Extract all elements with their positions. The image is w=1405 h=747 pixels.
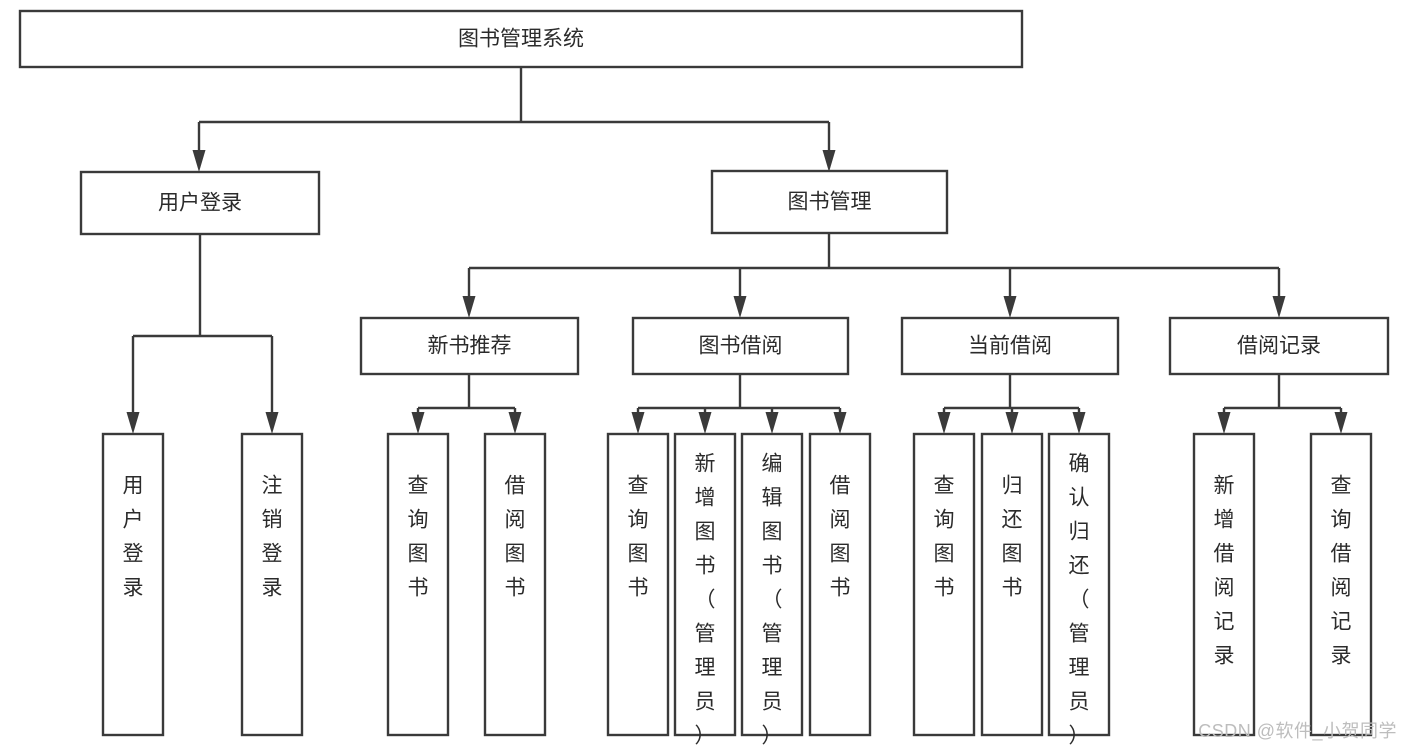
node-box-leaf-borrow-book-recommend[interactable] bbox=[483, 432, 547, 737]
node-box-user-login[interactable] bbox=[79, 170, 321, 236]
connector-group-borrow-record-to-leaves bbox=[1217, 374, 1348, 434]
node-label-leaf-logout: 注销登录 bbox=[262, 475, 283, 600]
node-user-login[interactable]: 用户登录 bbox=[79, 170, 321, 236]
node-current-borrow[interactable]: 当前借阅 bbox=[900, 316, 1120, 376]
connector-group-user-login-to-leaves bbox=[126, 234, 279, 434]
node-label-leaf-confirm-return: 确认归还（管理员） bbox=[1069, 453, 1090, 747]
node-box-leaf-query-borrow-record[interactable] bbox=[1309, 432, 1373, 737]
node-box-leaf-confirm-return[interactable] bbox=[1047, 432, 1111, 737]
node-leaf-add-borrow-record[interactable]: 新增借阅记录 bbox=[1192, 432, 1256, 737]
node-label-leaf-query-book-borrow: 查询图书 bbox=[628, 475, 649, 600]
node-label-leaf-borrow-book-recommend: 借阅图书 bbox=[505, 475, 526, 600]
node-leaf-borrow-book-recommend[interactable]: 借阅图书 bbox=[483, 432, 547, 737]
node-box-book-management[interactable] bbox=[710, 169, 949, 235]
node-label-book-management: 图书管理 bbox=[788, 191, 872, 214]
node-leaf-query-borrow-record[interactable]: 查询借阅记录 bbox=[1309, 432, 1373, 737]
node-label-leaf-borrow-book: 借阅图书 bbox=[830, 475, 851, 600]
node-box-leaf-edit-book[interactable] bbox=[740, 432, 804, 737]
node-borrow-record[interactable]: 借阅记录 bbox=[1168, 316, 1390, 376]
node-label-current-borrow: 当前借阅 bbox=[968, 335, 1052, 358]
connector-group-root-to-level1 bbox=[192, 67, 836, 172]
node-box-new-book-recommend[interactable] bbox=[359, 316, 580, 376]
node-box-leaf-query-book-borrow[interactable] bbox=[606, 432, 670, 737]
node-label-leaf-return-book: 归还图书 bbox=[1002, 475, 1023, 600]
node-leaf-return-book[interactable]: 归还图书 bbox=[980, 432, 1044, 737]
connector-group-book-management-to-level2 bbox=[462, 233, 1286, 318]
node-box-leaf-query-book-recommend[interactable] bbox=[386, 432, 450, 737]
node-leaf-query-book-current[interactable]: 查询图书 bbox=[912, 432, 976, 737]
node-label-book-borrow: 图书借阅 bbox=[699, 335, 783, 358]
node-leaf-query-book-recommend[interactable]: 查询图书 bbox=[386, 432, 450, 737]
node-leaf-add-book[interactable]: 新增图书（管理员） bbox=[673, 432, 737, 747]
node-box-leaf-return-book[interactable] bbox=[980, 432, 1044, 737]
node-leaf-edit-book[interactable]: 编辑图书（管理员） bbox=[740, 432, 804, 747]
node-root[interactable]: 图书管理系统 bbox=[18, 9, 1024, 69]
node-label-leaf-query-book-recommend: 查询图书 bbox=[408, 475, 429, 600]
node-book-borrow[interactable]: 图书借阅 bbox=[631, 316, 850, 376]
node-book-management[interactable]: 图书管理 bbox=[710, 169, 949, 235]
connector-group-current-borrow-to-leaves bbox=[937, 374, 1086, 434]
node-label-leaf-user-login: 用户登录 bbox=[123, 475, 144, 600]
node-label-leaf-add-book: 新增图书（管理员） bbox=[695, 453, 716, 747]
node-label-new-book-recommend: 新书推荐 bbox=[428, 335, 512, 358]
node-box-leaf-query-book-current[interactable] bbox=[912, 432, 976, 737]
node-box-root[interactable] bbox=[18, 9, 1024, 69]
node-box-current-borrow[interactable] bbox=[900, 316, 1120, 376]
node-box-leaf-user-login[interactable] bbox=[101, 432, 165, 737]
node-label-leaf-query-borrow-record: 查询借阅记录 bbox=[1331, 475, 1352, 668]
node-box-book-borrow[interactable] bbox=[631, 316, 850, 376]
node-leaf-query-book-borrow[interactable]: 查询图书 bbox=[606, 432, 670, 737]
node-box-leaf-add-borrow-record[interactable] bbox=[1192, 432, 1256, 737]
csdn-watermark: CSDN @软件_小贺同学 bbox=[1198, 721, 1397, 741]
connector-group-new-book-recommend-to-leaves bbox=[411, 374, 522, 434]
connector-group-book-borrow-to-leaves bbox=[631, 374, 847, 434]
node-leaf-confirm-return[interactable]: 确认归还（管理员） bbox=[1047, 432, 1111, 747]
node-label-leaf-add-borrow-record: 新增借阅记录 bbox=[1214, 475, 1235, 668]
node-box-leaf-logout[interactable] bbox=[240, 432, 304, 737]
node-label-leaf-edit-book: 编辑图书（管理员） bbox=[762, 453, 783, 747]
node-leaf-logout[interactable]: 注销登录 bbox=[240, 432, 304, 737]
node-label-leaf-query-book-current: 查询图书 bbox=[934, 475, 955, 600]
node-box-leaf-add-book[interactable] bbox=[673, 432, 737, 737]
node-label-root: 图书管理系统 bbox=[458, 28, 584, 51]
node-leaf-user-login[interactable]: 用户登录 bbox=[101, 432, 165, 737]
node-leaf-borrow-book[interactable]: 借阅图书 bbox=[808, 432, 872, 737]
node-label-user-login: 用户登录 bbox=[158, 192, 242, 215]
node-label-borrow-record: 借阅记录 bbox=[1237, 335, 1321, 358]
connector-layer bbox=[126, 67, 1348, 434]
node-box-leaf-borrow-book[interactable] bbox=[808, 432, 872, 737]
node-layer: 图书管理系统用户登录图书管理新书推荐图书借阅当前借阅借阅记录用户登录注销登录查询… bbox=[18, 9, 1390, 747]
node-new-book-recommend[interactable]: 新书推荐 bbox=[359, 316, 580, 376]
node-box-borrow-record[interactable] bbox=[1168, 316, 1390, 376]
